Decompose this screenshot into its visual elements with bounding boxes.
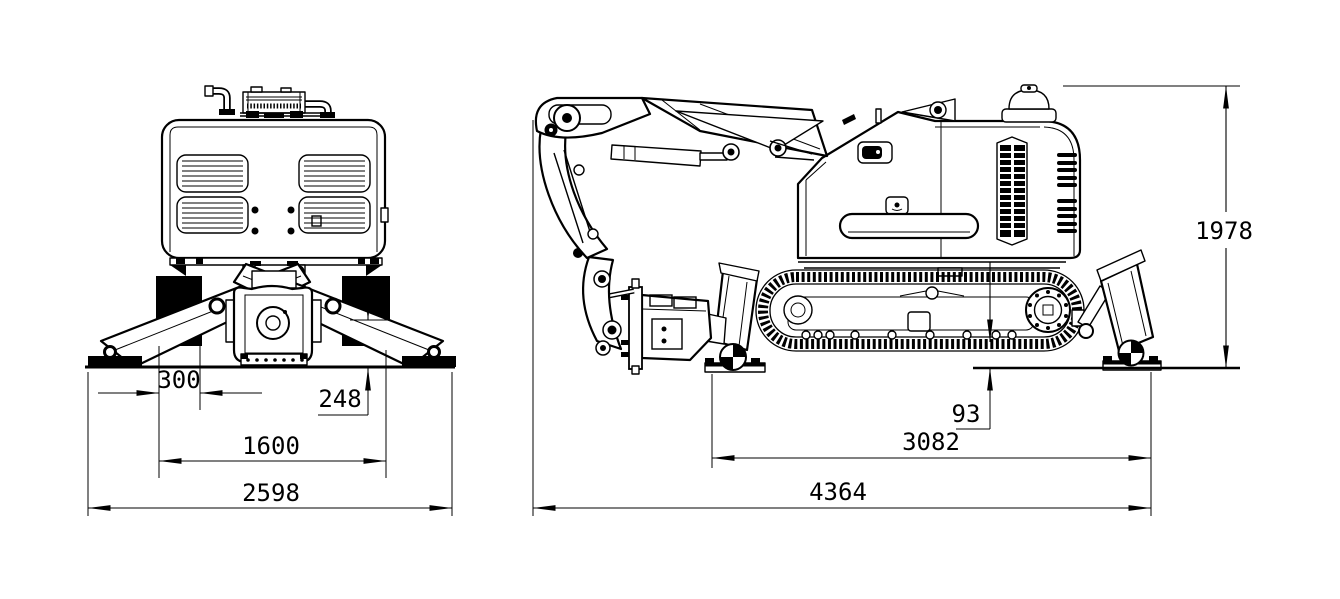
front-view: 300 248 1600 2598 (85, 85, 456, 516)
side-dimensions: 1978 93 3082 4364 (532, 85, 1253, 516)
dim-overall-height: 1978 (1195, 86, 1253, 368)
front-body (160, 118, 389, 260)
dim-track-ground-gap: 93 (952, 262, 993, 430)
lifting-slot (838, 212, 980, 240)
boom-assembly (534, 96, 829, 260)
vent-panel-top-right (298, 154, 371, 193)
vent-panel-bottom-right (298, 196, 371, 234)
bolt-dot (251, 206, 259, 214)
outrigger-rear (1071, 249, 1162, 371)
dim-clearance-text: 248 (318, 385, 361, 413)
boom-linkage (573, 248, 635, 356)
vent-panel-top-left (176, 154, 249, 193)
idler-wheel (783, 295, 813, 325)
outrigger-foot-pad-left (88, 356, 142, 367)
road-wheels (801, 330, 1017, 340)
dim-track-ground-gap-text: 93 (952, 400, 981, 428)
rear-vent-slats (1057, 153, 1077, 233)
side-body (796, 84, 1082, 260)
boom-cylinder (610, 139, 815, 167)
top-roller (925, 286, 939, 300)
mount-plate (628, 286, 643, 370)
bolt-dot (251, 227, 259, 235)
hood-latch (857, 141, 893, 164)
dim-overall-length: 4364 (533, 478, 1151, 511)
outrigger-front-foot (704, 343, 766, 373)
tool-attachment (621, 278, 727, 375)
side-vent-grille (996, 136, 1028, 246)
gearbox-hub (256, 306, 290, 340)
dim-overall-width-text: 2598 (242, 479, 300, 507)
dim-support-span-text: 3082 (902, 428, 960, 456)
dim-overall-length-text: 4364 (809, 478, 867, 506)
slew-gearbox (225, 270, 322, 366)
dim-overall-height-text: 1978 (1195, 217, 1253, 245)
front-dimensions: 300 248 1600 2598 (87, 291, 453, 516)
dim-pad-width: 300 (98, 366, 262, 396)
exhaust-flange (204, 85, 214, 97)
front-cooling-exhaust-stack (204, 85, 335, 118)
outrigger-rear-foot (1102, 339, 1162, 371)
bolt-dot (287, 227, 295, 235)
dim-overall-width: 2598 (88, 479, 452, 511)
side-view: 1978 93 3082 4364 (532, 84, 1253, 516)
hood-top-cap (1001, 84, 1057, 123)
outrigger-pivot-right (324, 297, 342, 315)
bolt-dot (287, 206, 295, 214)
fuel-cap (885, 196, 909, 215)
dim-support-span: 3082 (712, 428, 1151, 461)
drive-sprocket (1025, 287, 1071, 333)
vent-panel-bottom-left (176, 196, 249, 234)
dim-track-gauge-text: 1600 (242, 432, 300, 460)
outrigger-foot-pad-right (402, 356, 456, 367)
radiator (242, 91, 306, 114)
outrigger-pivot-left (208, 297, 226, 315)
dim-track-gauge: 1600 (159, 432, 386, 464)
dim-pad-width-text: 300 (157, 366, 200, 394)
dim-clearance: 248 (318, 291, 388, 416)
track-assembly (755, 269, 1085, 352)
